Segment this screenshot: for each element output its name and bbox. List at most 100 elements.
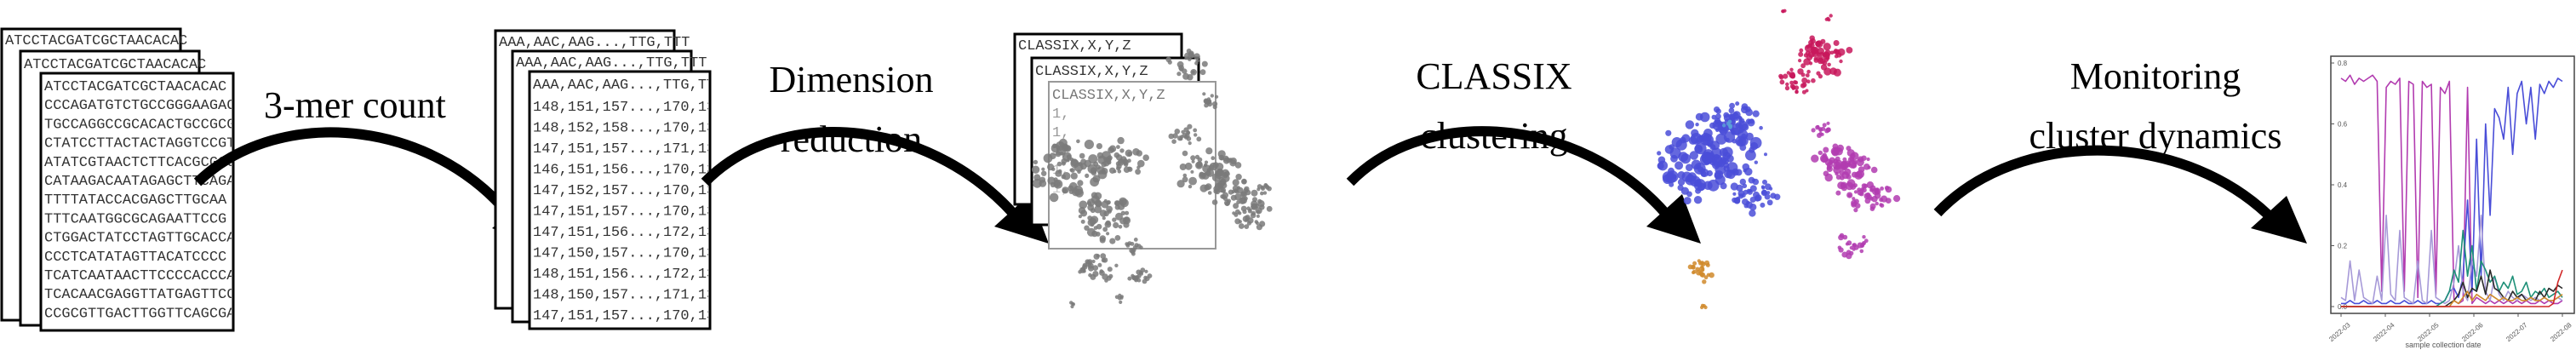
cluster-point-blue	[1717, 121, 1722, 126]
gray-point-cluster	[1127, 276, 1132, 281]
cluster-point-blue	[1706, 140, 1714, 146]
gray-point-cluster	[1090, 215, 1099, 224]
cluster-point-blue	[1722, 158, 1729, 164]
gray-point-cluster	[1077, 180, 1084, 186]
gray-point-cluster	[1096, 254, 1100, 258]
cluster-point-orange	[1699, 272, 1704, 278]
x-tick-label: 2022-03	[2327, 321, 2352, 343]
cluster-point-blue	[1738, 116, 1743, 120]
cluster-point-blue	[1665, 129, 1672, 136]
cluster-point-crimson	[1781, 9, 1785, 14]
gray-point-cluster	[1077, 169, 1081, 174]
chart-series	[2340, 74, 2563, 307]
gray-point-cluster	[1113, 169, 1117, 174]
gray-point-cluster	[1091, 259, 1096, 264]
cluster-point-blue	[1761, 189, 1767, 195]
gray-point-cluster	[1084, 140, 1094, 150]
gray-point-cluster	[1197, 157, 1203, 163]
cluster-point-blue	[1770, 192, 1777, 199]
gray-point-cluster	[1094, 205, 1102, 214]
cluster-point-blue	[1712, 154, 1723, 165]
cluster-point-crimson	[1824, 49, 1831, 56]
gray-point-cluster	[1207, 191, 1212, 195]
cluster-point-crimson	[1805, 89, 1809, 93]
gray-point-cluster	[1190, 69, 1197, 76]
gray-point-cluster	[1191, 159, 1195, 164]
cluster-point-crimson	[1786, 71, 1791, 75]
gray-point-cluster	[1147, 273, 1153, 278]
cluster-point-crimson	[1801, 77, 1808, 83]
gray-point-cluster	[1248, 208, 1252, 212]
gray-point-cluster	[1070, 159, 1079, 169]
gray-point-cluster	[1184, 162, 1193, 170]
gray-point-cluster	[1087, 262, 1094, 269]
cluster-point-blue	[1714, 164, 1726, 175]
cluster-point-crimson	[1811, 46, 1815, 51]
y-tick-label: 0.4	[2338, 181, 2348, 189]
cluster-point-blue	[1703, 160, 1709, 165]
cluster-point-crimson	[1794, 80, 1799, 85]
dna-sheet-back-1-line: ATCCTACGATCGCTAACACAC	[24, 57, 206, 73]
gray-point-cluster	[1082, 269, 1086, 273]
gray-point-cluster	[1079, 152, 1085, 159]
gray-point-cluster	[1069, 168, 1073, 172]
gray-point-cluster	[1085, 173, 1090, 178]
cluster-point-blue	[1749, 209, 1756, 217]
cluster-point-blue	[1657, 162, 1664, 169]
gray-point-cluster	[1117, 136, 1125, 145]
gray-point-cluster	[1074, 188, 1084, 198]
cluster-point-blue	[1677, 178, 1686, 186]
gray-point-cluster	[1105, 220, 1111, 226]
gray-point-cluster	[1211, 156, 1216, 161]
gray-point-cluster	[1102, 216, 1106, 221]
classix-sheet-back-1-header: CLASSIX,X,Y,Z	[1035, 64, 1148, 80]
cluster-point-magenta	[1870, 166, 1878, 174]
dna-sequence-line: CATAAGACAATAGAGCTTCAGA	[44, 174, 236, 190]
cluster-point-blue	[1714, 175, 1726, 186]
cluster-point-crimson	[1805, 73, 1810, 77]
gray-point-cluster	[1233, 203, 1239, 209]
cluster-point-blue	[1657, 151, 1662, 156]
cluster-point-magenta	[1839, 232, 1845, 238]
gray-point-cluster	[1103, 198, 1108, 204]
gray-point-cluster	[1092, 271, 1099, 278]
gray-point-cluster	[1123, 166, 1131, 173]
cluster-point-crimson	[1799, 48, 1804, 53]
gray-point-cluster	[1096, 143, 1102, 150]
gray-point-cluster	[1086, 227, 1096, 237]
cluster-point-blue	[1711, 114, 1717, 120]
x-tick-label: 2022-08	[2549, 321, 2573, 343]
gray-point-cluster	[1243, 187, 1249, 193]
cluster-point-crimson	[1816, 55, 1823, 62]
gray-point-cluster	[1246, 221, 1251, 226]
cluster-point-blue	[1764, 152, 1767, 157]
cluster-point-blue	[1749, 204, 1757, 211]
gray-point-cluster	[1099, 209, 1108, 217]
gray-point-cluster	[1093, 161, 1099, 167]
cluster-point-blue	[1731, 129, 1736, 135]
cluster-point-magenta	[1860, 243, 1864, 248]
gray-point-cluster	[1062, 188, 1068, 194]
gray-point-cluster	[1051, 167, 1056, 171]
cluster-point-blue	[1769, 186, 1773, 191]
gray-point-cluster	[1102, 257, 1108, 263]
gray-point-cluster	[1112, 217, 1117, 222]
cluster-point-crimson	[1834, 54, 1839, 59]
chart-frame	[2330, 55, 2575, 314]
cluster-point-crimson	[1839, 59, 1843, 64]
dna-sequence-line: ATATCGTAACTCTTCACGCGCG	[44, 155, 235, 171]
gray-point-cluster	[1266, 205, 1273, 212]
cluster-point-magenta	[1874, 192, 1881, 199]
cluster-point-orange	[1706, 273, 1711, 277]
gray-point-cluster	[1222, 172, 1228, 179]
gray-point-cluster	[1215, 182, 1222, 190]
cluster-point-blue	[1764, 193, 1771, 200]
cluster-point-blue	[1696, 164, 1701, 169]
cluster-point-crimson	[1829, 50, 1835, 55]
gray-point-cluster	[1232, 179, 1239, 186]
cluster-point-magenta	[1818, 150, 1823, 156]
cluster-point-magenta	[1853, 208, 1858, 213]
gray-point-cluster	[1202, 92, 1206, 96]
classix-sheet-front-row: 1,	[1052, 125, 1069, 141]
